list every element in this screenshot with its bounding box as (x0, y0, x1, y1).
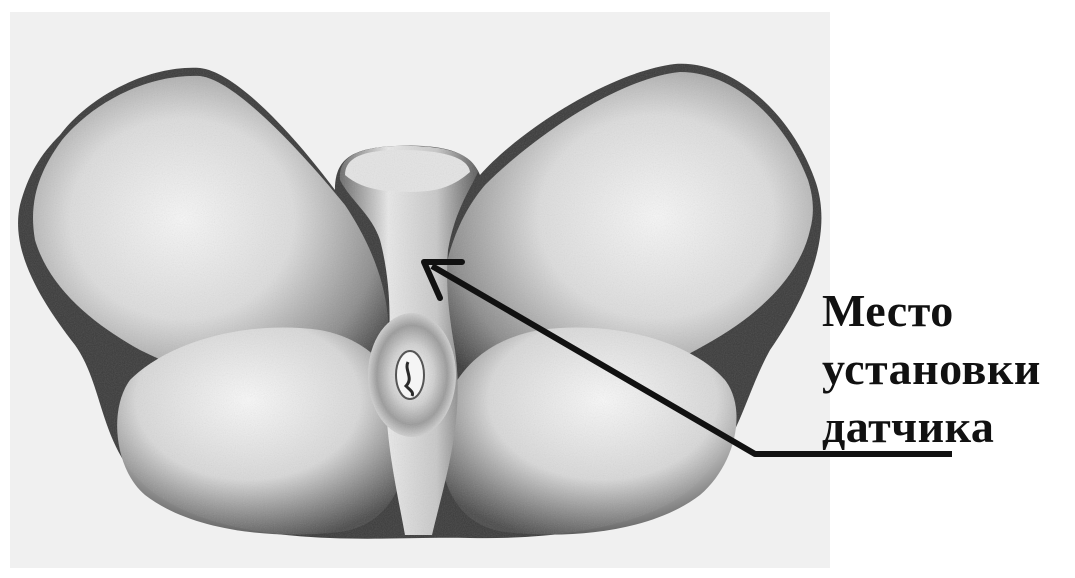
label-line-2: установки (822, 340, 1072, 398)
label-line-1: Место (822, 282, 1072, 340)
label-line-3: датчика (822, 398, 1072, 456)
sensor-placement-label: Место установки датчика (822, 282, 1072, 456)
